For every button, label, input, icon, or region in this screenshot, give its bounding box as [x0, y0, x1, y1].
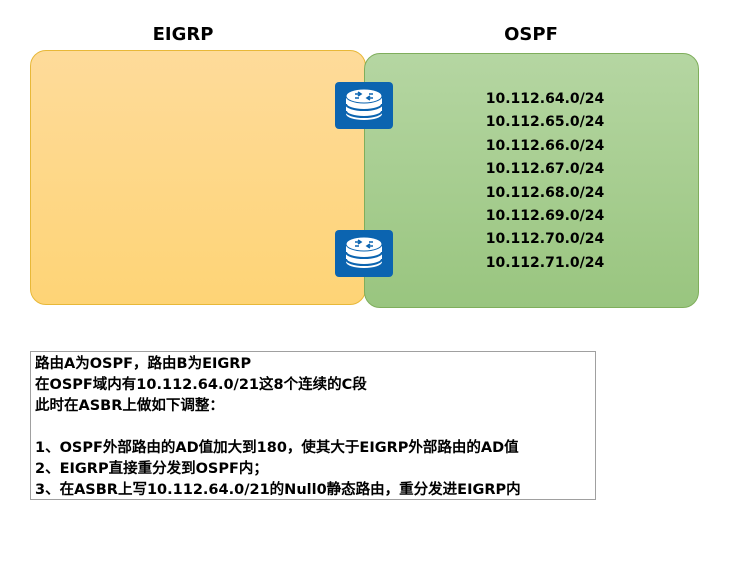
subnet-item: 10.112.71.0/24 [485, 254, 605, 271]
subnet-item: 10.112.65.0/24 [485, 114, 605, 131]
note-line: 2、EIGRP直接重分发到OSPF内； [35, 461, 268, 477]
eigrp-region-title: EIGRP [152, 24, 214, 45]
notes-textbox: 路由A为OSPF，路由B为EIGRP 在OSPF域内有10.112.64.0/2… [30, 351, 596, 500]
note-line: 3、在ASBR上写10.112.64.0/21的Null0静态路由，重分发进EI… [35, 482, 521, 498]
subnet-item: 10.112.67.0/24 [485, 161, 605, 178]
note-line: 在OSPF域内有10.112.64.0/21这8个连续的C段 [35, 377, 367, 393]
router-icon [345, 88, 383, 120]
router-icon [345, 236, 383, 268]
router-b [335, 230, 393, 277]
subnet-item: 10.112.64.0/24 [485, 91, 605, 107]
eigrp-region [30, 50, 366, 305]
ospf-region [364, 53, 699, 308]
subnet-item: 10.112.66.0/24 [485, 137, 605, 154]
note-line: 路由A为OSPF，路由B为EIGRP [35, 356, 252, 372]
subnet-item: 10.112.68.0/24 [485, 184, 605, 201]
router-a [335, 82, 393, 129]
ospf-subnet-list: 10.112.64.0/24 10.112.65.0/24 10.112.66.… [470, 88, 620, 275]
subnet-item: 10.112.70.0/24 [485, 231, 605, 248]
subnet-item: 10.112.69.0/24 [485, 207, 605, 224]
note-line: 此时在ASBR上做如下调整： [35, 398, 224, 414]
note-line [35, 417, 591, 438]
note-line: 1、OSPF外部路由的AD值加大到180，使其大于EIGRP外部路由的AD值 [35, 440, 519, 456]
ospf-region-title: OSPF [504, 24, 558, 45]
